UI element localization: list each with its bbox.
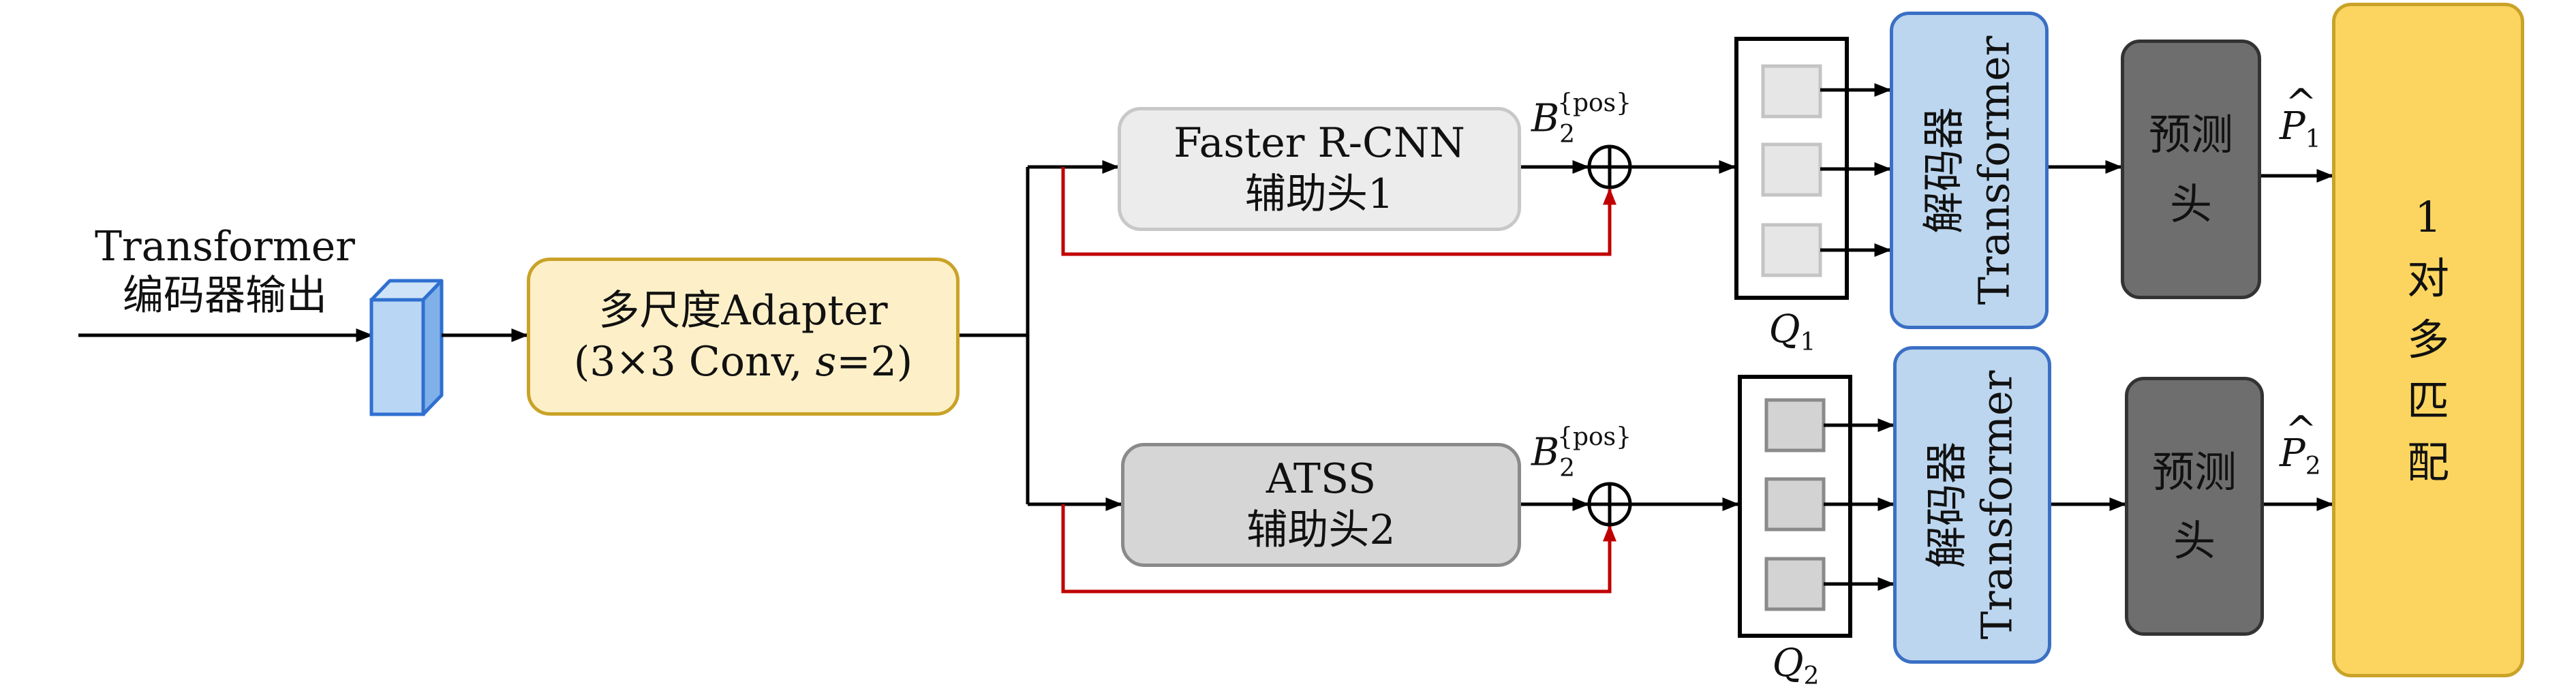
query-slot [1761,223,1822,277]
adapter-title: 多尺度Adapter [598,287,888,335]
aux-head-2: ATSS 辅助头2 [1121,443,1521,567]
query-label-2: Q2 [1772,641,1820,691]
prediction-label-2: ^P2 [2280,408,2321,481]
matching-char: 匹 [2406,375,2449,426]
decoder-2: 解码器 Transformer [1893,346,2051,664]
feature-map-icon [369,279,444,416]
predict-head-1-line1: 预测 [2148,110,2233,159]
adder-1-icon [1587,144,1632,189]
decoder-1-type: Transformer [1969,35,2019,305]
aux-head-1: Faster R-CNN 辅助头1 [1118,107,1521,231]
decoder-1-name: 解码器 [1918,107,1969,234]
matching-char: 对 [2406,253,2449,304]
prediction-label-1: ^P1 [2280,81,2321,154]
decoder-2-text: 解码器 Transformer [1922,371,2023,640]
decoder-2-name: 解码器 [1921,442,1972,569]
query-slot [1761,142,1822,197]
query-container-2 [1738,375,1852,638]
query-slot [1761,64,1822,119]
predict-head-1-line2: 头 [2169,179,2212,229]
predict-head-2: 预测 头 [2125,377,2264,636]
adder-2-icon [1587,482,1632,527]
query-label-1: Q1 [1768,307,1816,357]
query-container-1 [1734,37,1849,300]
matching-char: 多 [2406,315,2449,365]
predict-head-1: 预测 头 [2121,40,2261,299]
pos-label-2: B2{pos} [1531,423,1632,482]
adapter-box: 多尺度Adapter (3×3 Conv, s=2) [527,258,960,416]
aux-head-1-name: Faster R-CNN [1174,119,1465,167]
aux-head-1-label: 辅助头1 [1244,170,1394,218]
decoder-1-text: 解码器 Transformer [1918,36,2020,305]
one-to-many-matching-box: 1 对 多 匹 配 [2332,3,2524,677]
query-slot [1764,398,1826,452]
input-label: Transformer 编码器输出 [89,222,361,320]
decoder-2-type: Transformer [1972,370,2022,640]
aux-head-2-label: 辅助头2 [1246,506,1396,554]
matching-char: 配 [2406,437,2449,487]
pos-label-1: B2{pos} [1531,89,1632,149]
input-label-line1: Transformer [94,223,355,271]
predict-head-2-line2: 头 [2173,516,2215,566]
matching-char: 1 [2414,192,2442,243]
query-slot [1764,477,1826,532]
query-slot [1764,557,1826,611]
aux-head-2-name: ATSS [1266,455,1377,503]
predict-head-2-line1: 预测 [2151,446,2237,497]
skip-connection-2 [1061,504,1616,594]
adapter-params: (3×3 Conv, s=2) [573,338,913,386]
decoder-1: 解码器 Transformer [1890,12,2049,329]
input-label-line2: 编码器输出 [123,272,327,320]
skip-connection-1 [1061,167,1616,256]
